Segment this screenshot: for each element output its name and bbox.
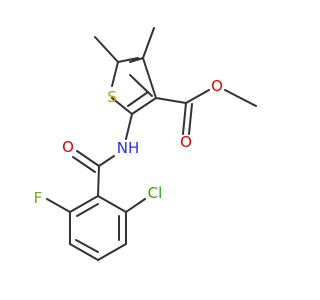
- bond-ring-3: [97, 243, 127, 261]
- amide-nh-label: NH: [117, 139, 140, 157]
- chlorine-atom-label: Cl: [148, 184, 163, 202]
- bond-amide-carbonyl: [76, 150, 100, 167]
- bond-c4-c3: [142, 57, 157, 99]
- bond-ring-f: [46, 198, 71, 213]
- bond-ester-carbonyl: [182, 102, 187, 135]
- sulfur-atom-label: S: [107, 88, 117, 106]
- bond-c3-c2: [131, 97, 157, 115]
- bond-c5-methyl: [94, 36, 119, 63]
- bond-c5-c4-double: [117, 57, 139, 63]
- bond-ring-6: [69, 195, 99, 213]
- bond-ring-1: [97, 195, 127, 213]
- bond-ester-carbonyl-double: [188, 103, 193, 135]
- bond-ether-methyl: [224, 89, 257, 107]
- bond-s1-c5-ring: [111, 61, 119, 87]
- bond-n-amide-carbon: [98, 155, 115, 167]
- bonds: [46, 27, 257, 261]
- bond-c3-c2-double: [127, 91, 149, 107]
- bond-ring-4: [69, 243, 99, 261]
- bond-ring-cl: [125, 198, 146, 213]
- bond-amide-benzene: [97, 165, 100, 197]
- bond-ring-4-double: [75, 239, 99, 253]
- ester-carbonyl-oxygen-label: O: [180, 133, 192, 151]
- ester-ether-oxygen-label: O: [211, 77, 223, 95]
- bond-amide-carbonyl-double: [72, 156, 96, 173]
- amide-oxygen-label: O: [62, 138, 74, 156]
- bond-ring-6-double: [76, 203, 99, 217]
- bond-c3-ester-carbon: [155, 97, 187, 104]
- atom-labels: S O O NH O F Cl: [34, 77, 223, 207]
- bond-ester-ether-o: [185, 89, 210, 104]
- bond-c2-s1: [111, 97, 133, 115]
- bond-c2-n: [125, 113, 133, 140]
- background: [0, 0, 300, 300]
- bond-c4-methyl: [142, 27, 155, 59]
- molecule-diagram: S O O NH O F Cl: [0, 0, 300, 300]
- fluorine-atom-label: F: [34, 189, 43, 207]
- bond-c5-c4: [129, 57, 144, 63]
